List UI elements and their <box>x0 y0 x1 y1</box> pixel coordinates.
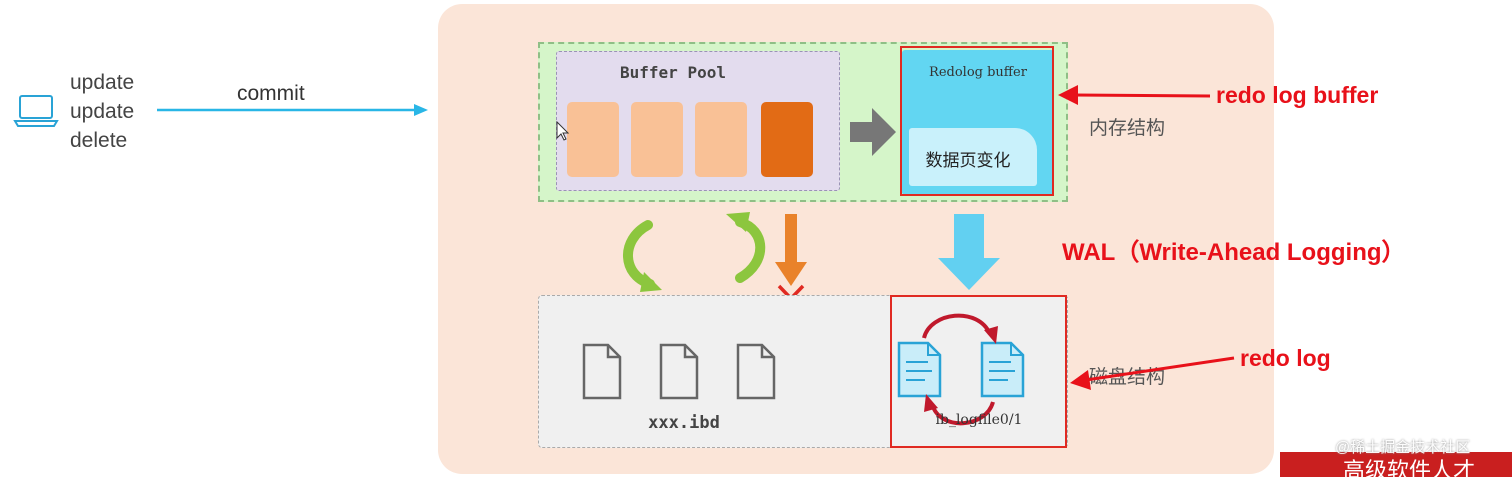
buffer-page-dirty <box>761 102 813 177</box>
buffer-page-2 <box>631 102 683 177</box>
log-file-icon <box>897 341 942 398</box>
redo-log-pointer <box>1070 356 1235 390</box>
watermark-source: @稀土掘金技术社区 <box>1335 439 1471 456</box>
logfile-label: ib_logfile0/1 <box>935 412 1023 428</box>
watermark-band <box>1280 452 1512 477</box>
wal-annotation: WAL（Write-Ahead Logging） <box>1062 239 1406 266</box>
redolog-buffer-highlight <box>900 46 1054 196</box>
memory-structure-label: 内存结构 <box>1089 118 1166 139</box>
redo-log-annotation: redo log <box>1240 345 1331 371</box>
cycle-arrows-icon <box>922 313 998 426</box>
blocked-write-arrow-icon <box>775 214 807 286</box>
operation-update-1: update <box>70 71 135 94</box>
ibd-label: xxx.ibd <box>648 413 720 433</box>
file-icon <box>736 343 776 400</box>
page-change-box <box>909 128 1037 186</box>
flush-down-arrow-icon <box>938 214 1000 290</box>
redolog-buffer-title: Redolog buffer <box>929 65 1027 80</box>
redo-log-highlight <box>890 295 1067 448</box>
log-file-icon <box>980 341 1025 398</box>
redo-log-buffer-pointer <box>1058 85 1211 105</box>
file-icon <box>659 343 699 400</box>
client-operations: update update delete <box>70 68 134 155</box>
sync-arrows-icon <box>623 212 766 292</box>
buffer-pool-title: Buffer Pool <box>620 63 726 82</box>
operation-delete: delete <box>70 129 128 152</box>
page-change-label: 数据页变化 <box>925 151 1011 170</box>
commit-label: commit <box>237 82 305 105</box>
buffer-page-1 <box>567 102 619 177</box>
watermark-slogan: 高级软件人才 <box>1343 459 1476 484</box>
operation-update-2: update <box>70 100 135 123</box>
redo-log-buffer-annotation: redo log buffer <box>1216 82 1379 108</box>
file-icon <box>582 343 622 400</box>
buffer-page-3 <box>695 102 747 177</box>
